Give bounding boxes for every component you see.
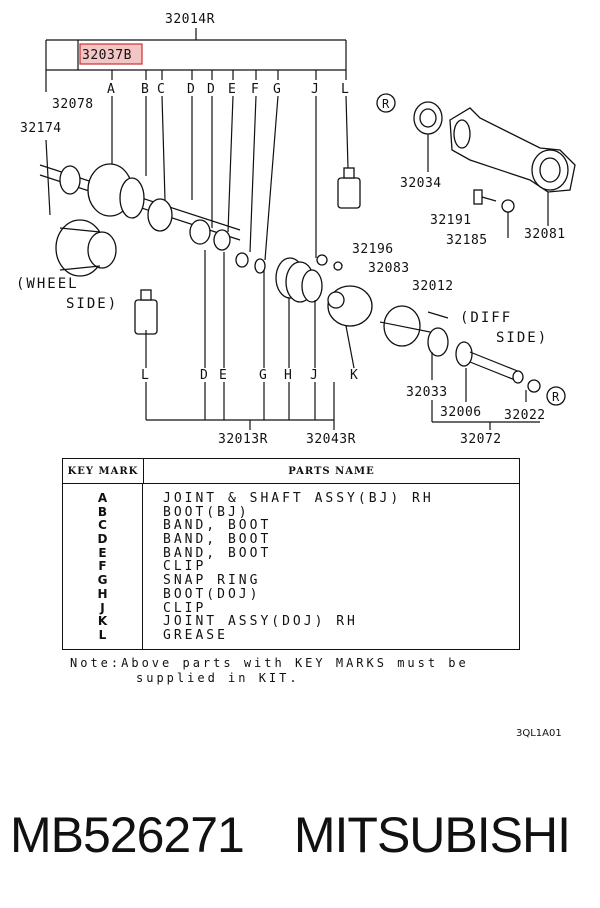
- kit-note: Note:Above parts with KEY MARKS must be …: [70, 656, 469, 686]
- key-b-top: B: [141, 82, 149, 97]
- key-cell: J: [100, 600, 105, 615]
- callout-32081: 32081: [524, 227, 566, 242]
- note-line-1: Note:Above parts with KEY MARKS must be: [70, 656, 469, 670]
- table-header: KEY MARK PARTS NAME: [63, 459, 519, 484]
- key-a-top: A: [107, 82, 115, 97]
- part-name-cell: BAND, BOOT: [163, 545, 272, 561]
- callout-32012: 32012: [412, 279, 454, 294]
- key-l-top: L: [341, 82, 349, 97]
- key-j-top: J: [311, 82, 319, 97]
- callout-32037B: 32037B: [82, 48, 132, 63]
- key-cell: G: [97, 573, 108, 588]
- clip-and-rings: [235, 252, 266, 274]
- key-g-bottom: G: [259, 368, 267, 383]
- key-g-top: G: [273, 82, 281, 97]
- part-name-cell: JOINT & SHAFT ASSY(BJ) RH: [163, 491, 434, 506]
- grease-tube-wheel: [134, 289, 158, 335]
- part-name-cell: BAND, BOOT: [163, 518, 272, 534]
- callout-32078: 32078: [52, 97, 94, 112]
- callout-32013R: 32013R: [218, 432, 268, 447]
- callout-32083: 32083: [368, 261, 410, 276]
- key-f-top: F: [251, 82, 259, 97]
- key-j-bottom: J: [310, 368, 318, 383]
- callout-32033: 32033: [406, 385, 448, 400]
- name-column: JOINT & SHAFT ASSY(BJ) RH BOOT(BJ) BAND,…: [143, 484, 519, 650]
- part-name-cell: GREASE: [163, 627, 228, 643]
- key-d1-top: D: [187, 82, 195, 97]
- doj-housing: [327, 285, 373, 327]
- part-name-cell: CLIP: [163, 559, 207, 575]
- key-mark-table: KEY MARK PARTS NAME A B C D E F G H J K …: [62, 458, 520, 650]
- r-marker-top: [376, 93, 396, 113]
- key-cell: K: [97, 614, 108, 629]
- highlight-32037B: [79, 43, 143, 65]
- washer-32185: [501, 199, 515, 213]
- key-h-bottom: H: [284, 368, 292, 383]
- part-name-cell: BOOT(DOJ): [163, 586, 261, 602]
- shaft-assembly: [39, 163, 241, 251]
- callout-32191: 32191: [430, 213, 472, 228]
- table-body: A B C D E F G H J K L JOINT & SHAFT ASSY…: [63, 484, 519, 650]
- key-k-bottom: K: [350, 368, 358, 383]
- top-bracket-lines: [45, 28, 347, 92]
- key-d2-top: D: [207, 82, 215, 97]
- diff-side-label-2: SIDE): [496, 330, 548, 346]
- note-line-2: supplied in KIT.: [136, 671, 300, 685]
- wheel-side-label-2: SIDE): [66, 296, 118, 312]
- brand-name: MITSUBISHI: [293, 807, 571, 863]
- diff-side-shaft: [379, 305, 541, 393]
- key-c-top: C: [157, 82, 165, 97]
- key-d-bottom: D: [200, 368, 208, 383]
- doj-boot: [275, 257, 323, 303]
- key-e-top: E: [228, 82, 236, 97]
- r-marker-bottom: [546, 386, 566, 406]
- key-cell: L: [98, 627, 107, 642]
- part-number: MB526271: [10, 807, 245, 863]
- bottom-leaders: [145, 134, 549, 430]
- r-marker-bottom-label: R: [552, 390, 560, 404]
- part-name-cell: BOOT(BJ): [163, 504, 250, 520]
- part-name-cell: CLIP: [163, 600, 207, 616]
- center-bearing-housing: [449, 107, 576, 193]
- key-column: A B C D E F G H J K L: [63, 484, 143, 650]
- key-cell: F: [98, 559, 107, 574]
- header-parts-name: PARTS NAME: [288, 465, 375, 477]
- key-cell: A: [97, 491, 108, 505]
- key-cell: H: [97, 586, 108, 601]
- grease-tube-top: [337, 167, 361, 209]
- part-name-cell: SNAP RING: [163, 573, 261, 589]
- header-key-mark: KEY MARK: [63, 459, 144, 483]
- diagram-code: 3QL1A01: [516, 728, 562, 739]
- key-l-bottom: L: [141, 368, 149, 383]
- callout-32022: 32022: [504, 408, 546, 423]
- callout-32196: 32196: [352, 242, 394, 257]
- wheel-side-label-1: (WHEEL: [16, 276, 79, 292]
- diff-side-label-1: (DIFF: [460, 310, 512, 326]
- part-name-cell: BAND, BOOT: [163, 532, 272, 548]
- callout-32006: 32006: [440, 405, 482, 420]
- bj-boot-large: [55, 219, 117, 277]
- r-marker-top-label: R: [382, 97, 390, 111]
- bearing-32034: [413, 101, 443, 135]
- callout-32014R: 32014R: [165, 12, 215, 27]
- exploded-parts-diagram: 32014R 32037B 32078 32174 A B C D D E F …: [16, 12, 576, 447]
- key-cell: C: [98, 518, 107, 533]
- small-nuts: [316, 254, 343, 271]
- key-cell: E: [98, 545, 107, 560]
- callout-32185: 32185: [446, 233, 488, 248]
- key-e-bottom: E: [219, 368, 227, 383]
- callout-32043R: 32043R: [306, 432, 356, 447]
- footer-caption: MB526271 MITSUBISHI: [10, 806, 571, 864]
- part-name-cell: JOINT ASSY(DOJ) RH: [163, 614, 358, 630]
- callout-32034: 32034: [400, 176, 442, 191]
- key-cell: B: [97, 504, 108, 519]
- key-cell: D: [97, 532, 108, 547]
- bolt-32191: [473, 189, 497, 205]
- callout-32072: 32072: [460, 432, 502, 447]
- callout-32174: 32174: [20, 121, 62, 136]
